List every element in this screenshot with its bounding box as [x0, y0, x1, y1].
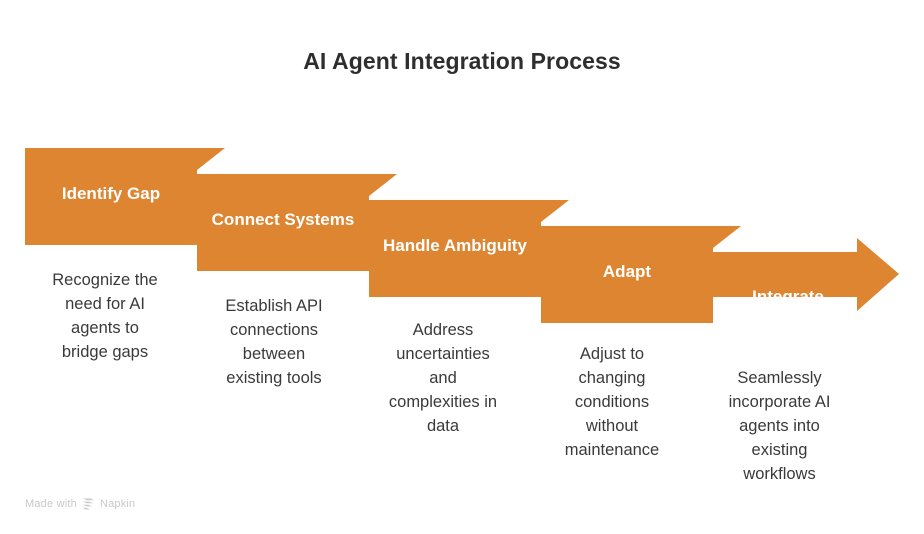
page-title: AI Agent Integration Process — [303, 48, 621, 74]
step-1-block[interactable]: Identify Gap — [25, 148, 197, 245]
step-2-label: Connect Systems — [211, 209, 355, 229]
watermark-brand: Napkin — [99, 498, 136, 510]
step-4-block[interactable]: Adapt — [541, 226, 713, 323]
napkin-chevron-logo-icon — [82, 498, 95, 510]
step-5-label: Integrate — [752, 287, 824, 306]
step-5-block[interactable]: Integrate — [713, 252, 863, 349]
step-2-caption: Establish API connections between existi… — [225, 297, 323, 387]
step-4-label: Adapt — [602, 261, 652, 281]
step-3-caption: Address uncertainties and complexities i… — [388, 321, 498, 435]
watermark-prefix: Made with — [25, 498, 77, 510]
step-1-caption: Recognize the need for AI agents to brid… — [52, 271, 158, 361]
step-3-block[interactable]: Handle Ambiguity — [369, 200, 541, 297]
step-4-caption: Adjust to changing conditions without ma… — [564, 345, 660, 459]
step-2-block[interactable]: Connect Systems — [197, 174, 369, 271]
napkin-watermark[interactable]: Made with Napkin — [25, 498, 135, 510]
step-1-label: Identify Gap — [61, 183, 161, 203]
step-3-label: Handle Ambiguity — [383, 235, 527, 255]
step-5-caption: Seamlessly incorporate AI agents into ex… — [728, 369, 831, 483]
